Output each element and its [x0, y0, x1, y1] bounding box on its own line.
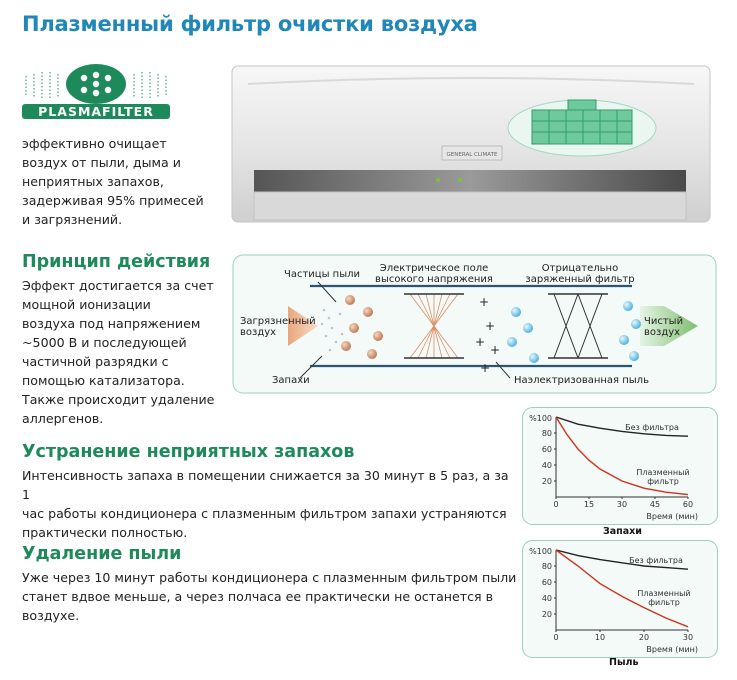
x-axis-label: Время (мин) [646, 645, 698, 654]
x-tick-label: 0 [553, 633, 558, 642]
dirty-air-arrow-icon [288, 306, 318, 346]
air-conditioner-image: GENERAL CLIMATE [231, 65, 711, 223]
svg-text:GENERAL CLIMATE: GENERAL CLIMATE [447, 152, 498, 158]
y-tick-label: 20 [542, 610, 552, 619]
svg-text:+: + [475, 335, 485, 349]
chart-dust-caption: Пыль [609, 657, 639, 668]
x-tick-label: 60 [683, 500, 693, 509]
y-axis-label: %100 [529, 414, 552, 423]
series-line-plasma-filter [555, 416, 689, 496]
page-title: Плазменный фильтр очистки воздуха [22, 12, 478, 36]
y-tick-label: 40 [542, 594, 552, 603]
odors-text: Интенсивность запаха в помещении снижает… [22, 468, 509, 540]
plasmafilter-logo: PLASMAFILTER [22, 64, 170, 119]
svg-text:+: + [485, 319, 495, 333]
label-charged-dust: Наэлектризованная пыль [514, 375, 649, 386]
charged-dust-icon [507, 307, 539, 363]
dust-text: Уже через 10 минут работы кондиционера с… [22, 570, 517, 623]
brand-badge [441, 145, 503, 161]
y-tick-label: 80 [542, 562, 552, 571]
negative-filter-icon [553, 293, 603, 359]
series-line-no-filter [555, 416, 689, 437]
odor-spray-icon [320, 308, 344, 352]
label-odors: Запахи [272, 375, 310, 386]
dust-particles-icon [341, 295, 383, 359]
y-tick-label: 40 [542, 461, 552, 470]
ac-front-panel [254, 170, 686, 192]
electric-field-icon [409, 293, 459, 359]
logo-text: PLASMAFILTER [38, 104, 154, 119]
x-tick-label: 30 [617, 500, 627, 509]
y-tick-label: 80 [542, 429, 552, 438]
status-led-icon [436, 178, 440, 182]
svg-text:+: + [479, 295, 489, 309]
svg-text:+: + [480, 361, 490, 375]
x-tick-label: 45 [650, 500, 660, 509]
logo-spray-lines [25, 72, 167, 100]
dust-heading: Удаление пыли [22, 544, 182, 564]
logo-dots-icon [80, 71, 112, 97]
x-tick-label: 0 [553, 500, 558, 509]
clean-air-arrow-icon [640, 306, 698, 346]
x-axis-label: Время (мин) [646, 512, 698, 521]
chart-odors-caption: Запахи [603, 526, 642, 537]
odors-heading: Устранение неприятных запахов [22, 442, 355, 462]
intro-text: эффективно очищает воздух от пыли, дыма … [22, 136, 204, 227]
principle-text: Эффект достигается за счет мощной иониза… [22, 278, 215, 426]
label-dust-particles: Частицы пыли [284, 269, 360, 280]
x-tick-label: 20 [639, 633, 649, 642]
series-line-plasma-filter [555, 549, 689, 628]
x-tick-label: 30 [683, 633, 693, 642]
y-tick-label: 60 [542, 578, 552, 587]
y-axis-label: %100 [529, 547, 552, 556]
principle-heading: Принцип действия [22, 252, 211, 272]
x-tick-label: 10 [595, 633, 605, 642]
legend-no-filter: Без фильтра [629, 556, 683, 565]
series-line-no-filter [555, 549, 689, 570]
y-tick-label: 20 [542, 477, 552, 486]
legend-no-filter: Без фильтра [625, 423, 679, 432]
svg-text:+: + [490, 343, 500, 357]
x-tick-label: 15 [584, 500, 594, 509]
y-tick-label: 60 [542, 445, 552, 454]
